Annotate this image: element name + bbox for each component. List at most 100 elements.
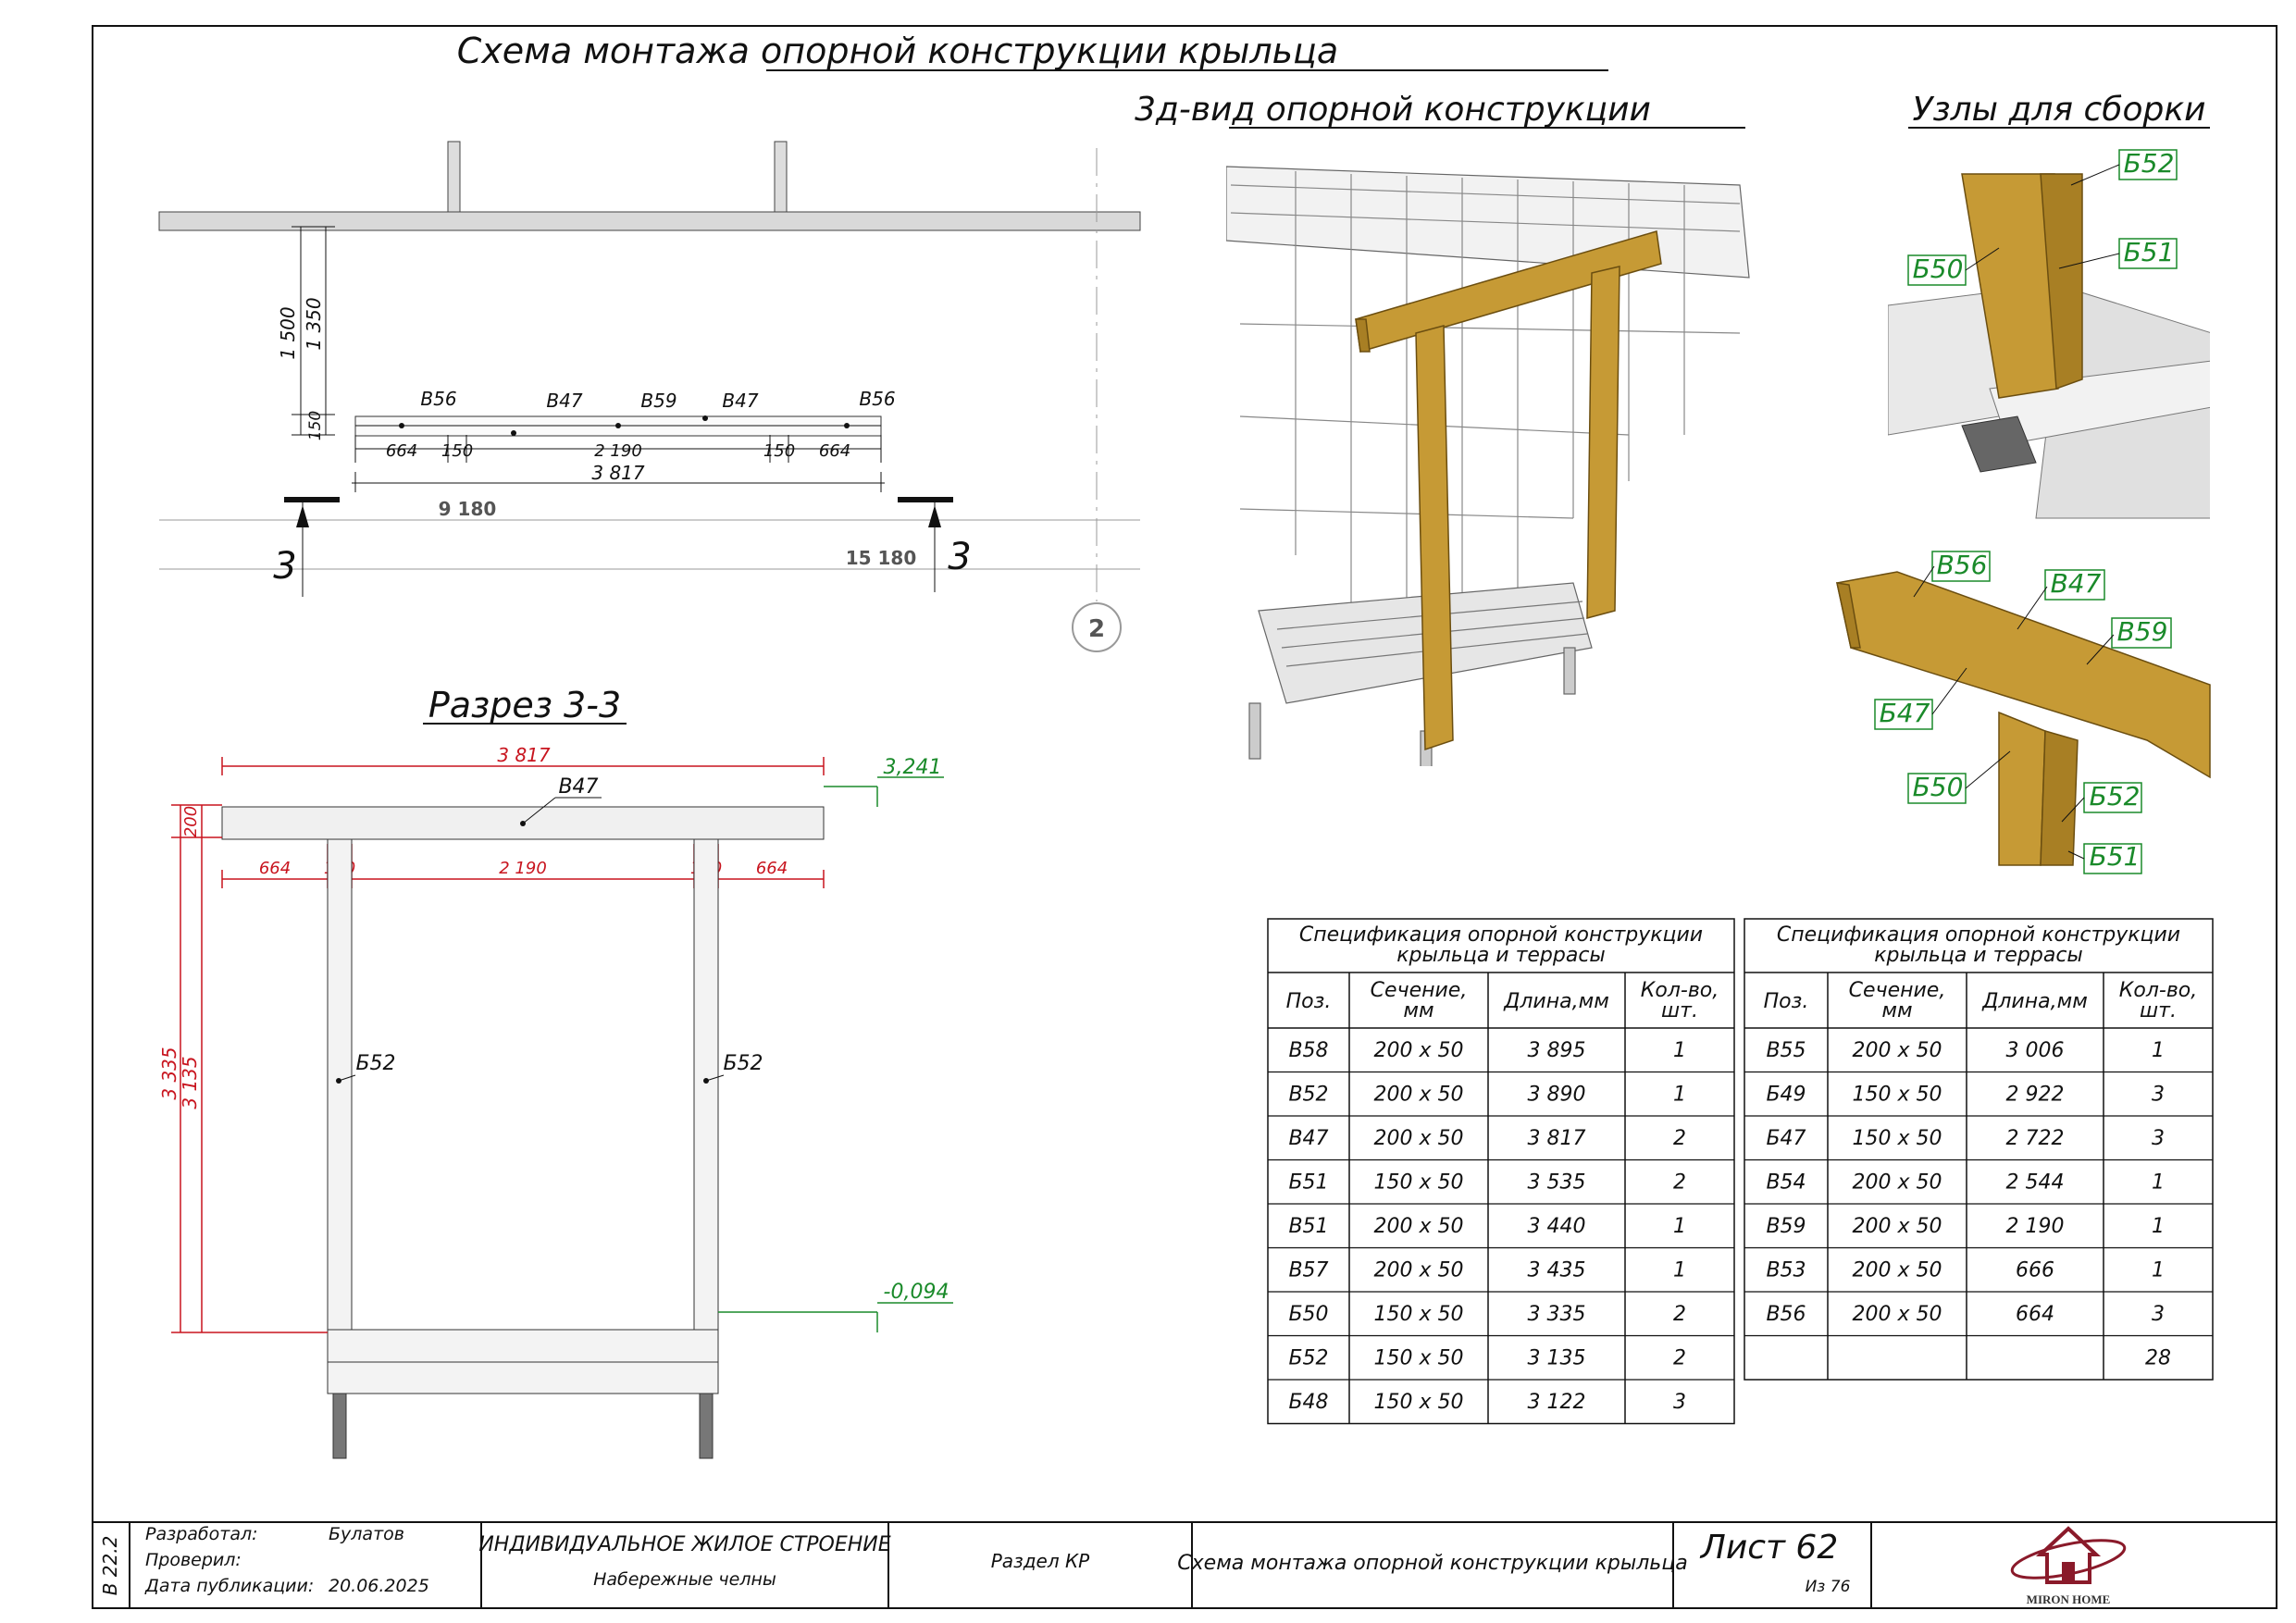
section-bot-level: -0,094: [884, 1281, 949, 1304]
plan-wall: [158, 211, 1141, 231]
section-post-dot-left: [336, 1078, 341, 1084]
stamp-developed-value: Булатов: [329, 1524, 404, 1544]
spec-cell: 1: [1673, 1259, 1686, 1282]
node2-post-b51: [2040, 730, 2079, 866]
plan-dot-5: [844, 423, 850, 428]
stamp-checked-label: Проверил:: [145, 1550, 242, 1570]
spec-cell: 2: [1673, 1127, 1686, 1150]
plan-vdim-150: 150: [306, 411, 325, 440]
brand-logo-icon: [2010, 1526, 2127, 1584]
spec-cell: 1: [1673, 1039, 1686, 1062]
node2-label-b51: Б51: [2090, 841, 2141, 872]
plan-dim-150-left: 150: [441, 441, 473, 461]
axis-bubble-2: [1072, 602, 1122, 652]
section-view: Разрез 3-3 3 817 3,241 В47 664 150 2 190…: [158, 685, 953, 1459]
sheet-frame: [92, 25, 2277, 1609]
spec-cell: 2: [1673, 1347, 1686, 1370]
node2-label-b52: Б52: [2090, 781, 2141, 812]
spec-cell: 664: [2016, 1303, 2054, 1326]
spec-cell: 3 440: [1528, 1215, 1586, 1238]
section-mark-right-label: 3: [948, 536, 971, 578]
plan-vdim-1350: 1 350: [303, 297, 325, 350]
spec-header-2: Длина,мм: [1503, 990, 1609, 1013]
spec-cell: 3 895: [1528, 1039, 1586, 1062]
node2-label-b47: В47: [2051, 568, 2102, 599]
section-post-leader-right: [705, 1074, 725, 1082]
spec-cell: 3: [1673, 1391, 1686, 1414]
plan-dot-3: [615, 423, 621, 428]
spec-cell: 3 335: [1528, 1303, 1586, 1326]
nodes-title: Узлы для сборки: [1913, 91, 2206, 129]
section-vdim-3335: 3 335: [158, 1047, 180, 1099]
node2-beam-end: [1836, 582, 1861, 649]
section-post-label-left: Б52: [355, 1052, 395, 1075]
node2-leader-b59: [2086, 634, 2115, 665]
plan-dim-664-right: 664: [819, 441, 850, 461]
plan-post-left: [447, 141, 461, 215]
plan-dist-15180: 15 180: [846, 547, 917, 569]
node2-label-b59-box: [2111, 617, 2172, 649]
axis-bubble-label: 2: [1088, 615, 1105, 643]
section-mark-left-label: 3: [273, 545, 296, 588]
spec-title-line2: крыльца и террасы: [1396, 944, 1606, 967]
spec-cell: 2 544: [2006, 1171, 2065, 1195]
spec-cell: Б50: [1288, 1303, 1328, 1326]
node2-post-b50: [1998, 711, 2046, 866]
spec-cell: В56: [1766, 1303, 1806, 1326]
plan-dim-664-left: 664: [386, 441, 417, 461]
node1-label-b52: Б52: [2124, 148, 2175, 179]
spec-cell: 1: [2152, 1259, 2165, 1282]
spec-cell: 200 x 50: [1853, 1303, 1942, 1326]
stamp-project: ИНДИВИДУАЛЬНОЕ ЖИЛОЕ СТРОЕНИЕ: [478, 1533, 890, 1556]
spec-cell: 3 135: [1528, 1347, 1586, 1370]
plan-dot-1: [399, 423, 404, 428]
section-floor-sill: [327, 1361, 719, 1394]
spec-cell: В52: [1288, 1084, 1328, 1107]
plan-dot-4: [702, 415, 708, 421]
section-post-dot-right: [703, 1078, 709, 1084]
spec-table-right: Спецификация опорной конструкциикрыльца …: [1744, 918, 2214, 1381]
spec-cell: В53: [1766, 1259, 1806, 1282]
spec-header-3: шт.: [1661, 999, 1698, 1022]
node2-label-b50: Б50: [1913, 772, 1964, 802]
plan-post-right: [774, 141, 788, 215]
spec-title-line1: Спецификация опорной конструкции: [1299, 923, 1703, 947]
node1-post-b51: [2040, 173, 2083, 390]
section-vdim-200: 200: [181, 806, 201, 837]
spec-cell: Б52: [1288, 1347, 1328, 1370]
node2-leader-b47: [2017, 586, 2048, 630]
stamp-section: Раздел КР: [991, 1550, 1090, 1572]
node2-leader-b56: [1913, 565, 1935, 598]
stamp-sheet-of: Из 76: [1806, 1578, 1851, 1596]
spec-cell: 200 x 50: [1374, 1127, 1464, 1150]
spec-cell: В55: [1766, 1039, 1806, 1062]
node2-label-b59: В59: [2117, 616, 2168, 647]
brand-name: MIRON HOME: [2027, 1592, 2111, 1606]
plan-label-b56-left: В56: [420, 388, 456, 410]
node2-leader-b50: [1965, 750, 2011, 789]
node2-leader-b47-lower: [1931, 667, 1967, 715]
section-beam-label: В47: [558, 775, 598, 799]
section-post-leader-left: [338, 1074, 356, 1082]
plan-label-b47-right: В47: [722, 390, 758, 412]
spec-table-left: Спецификация опорной конструкциикрыльца …: [1267, 918, 1735, 1425]
spec-cell: Б47: [1766, 1127, 1806, 1150]
spec-cell: 3 535: [1528, 1171, 1586, 1195]
node2: В56 В47 В59 Б47 Б50 Б52 Б51: [1836, 550, 2211, 874]
spec-header-1: Сечение,: [1849, 979, 1946, 1002]
spec-header-3: Кол-во,: [2119, 979, 2198, 1002]
stamp-city: Набережные челны: [593, 1569, 776, 1590]
spec-cell: 150 x 50: [1374, 1171, 1464, 1195]
plan-total-dim: 3 817: [591, 462, 645, 484]
section-top-dim: 3 817: [497, 744, 551, 766]
spec-cell: 3: [2152, 1084, 2165, 1107]
stamp-sheet-title: Схема монтажа опорной конструкции крыльц…: [1177, 1552, 1687, 1575]
spec-header-2: Длина,мм: [1981, 990, 2088, 1013]
section-vdim-3135: 3 135: [179, 1056, 201, 1109]
spec-title-line2: крыльца и террасы: [1874, 944, 2083, 967]
node2-label-b56-box: [1931, 551, 1991, 582]
node1-label-b50: Б50: [1913, 254, 1964, 284]
spec-cell: В57: [1288, 1259, 1328, 1282]
node2-label-b47-lower: Б47: [1880, 698, 1930, 728]
